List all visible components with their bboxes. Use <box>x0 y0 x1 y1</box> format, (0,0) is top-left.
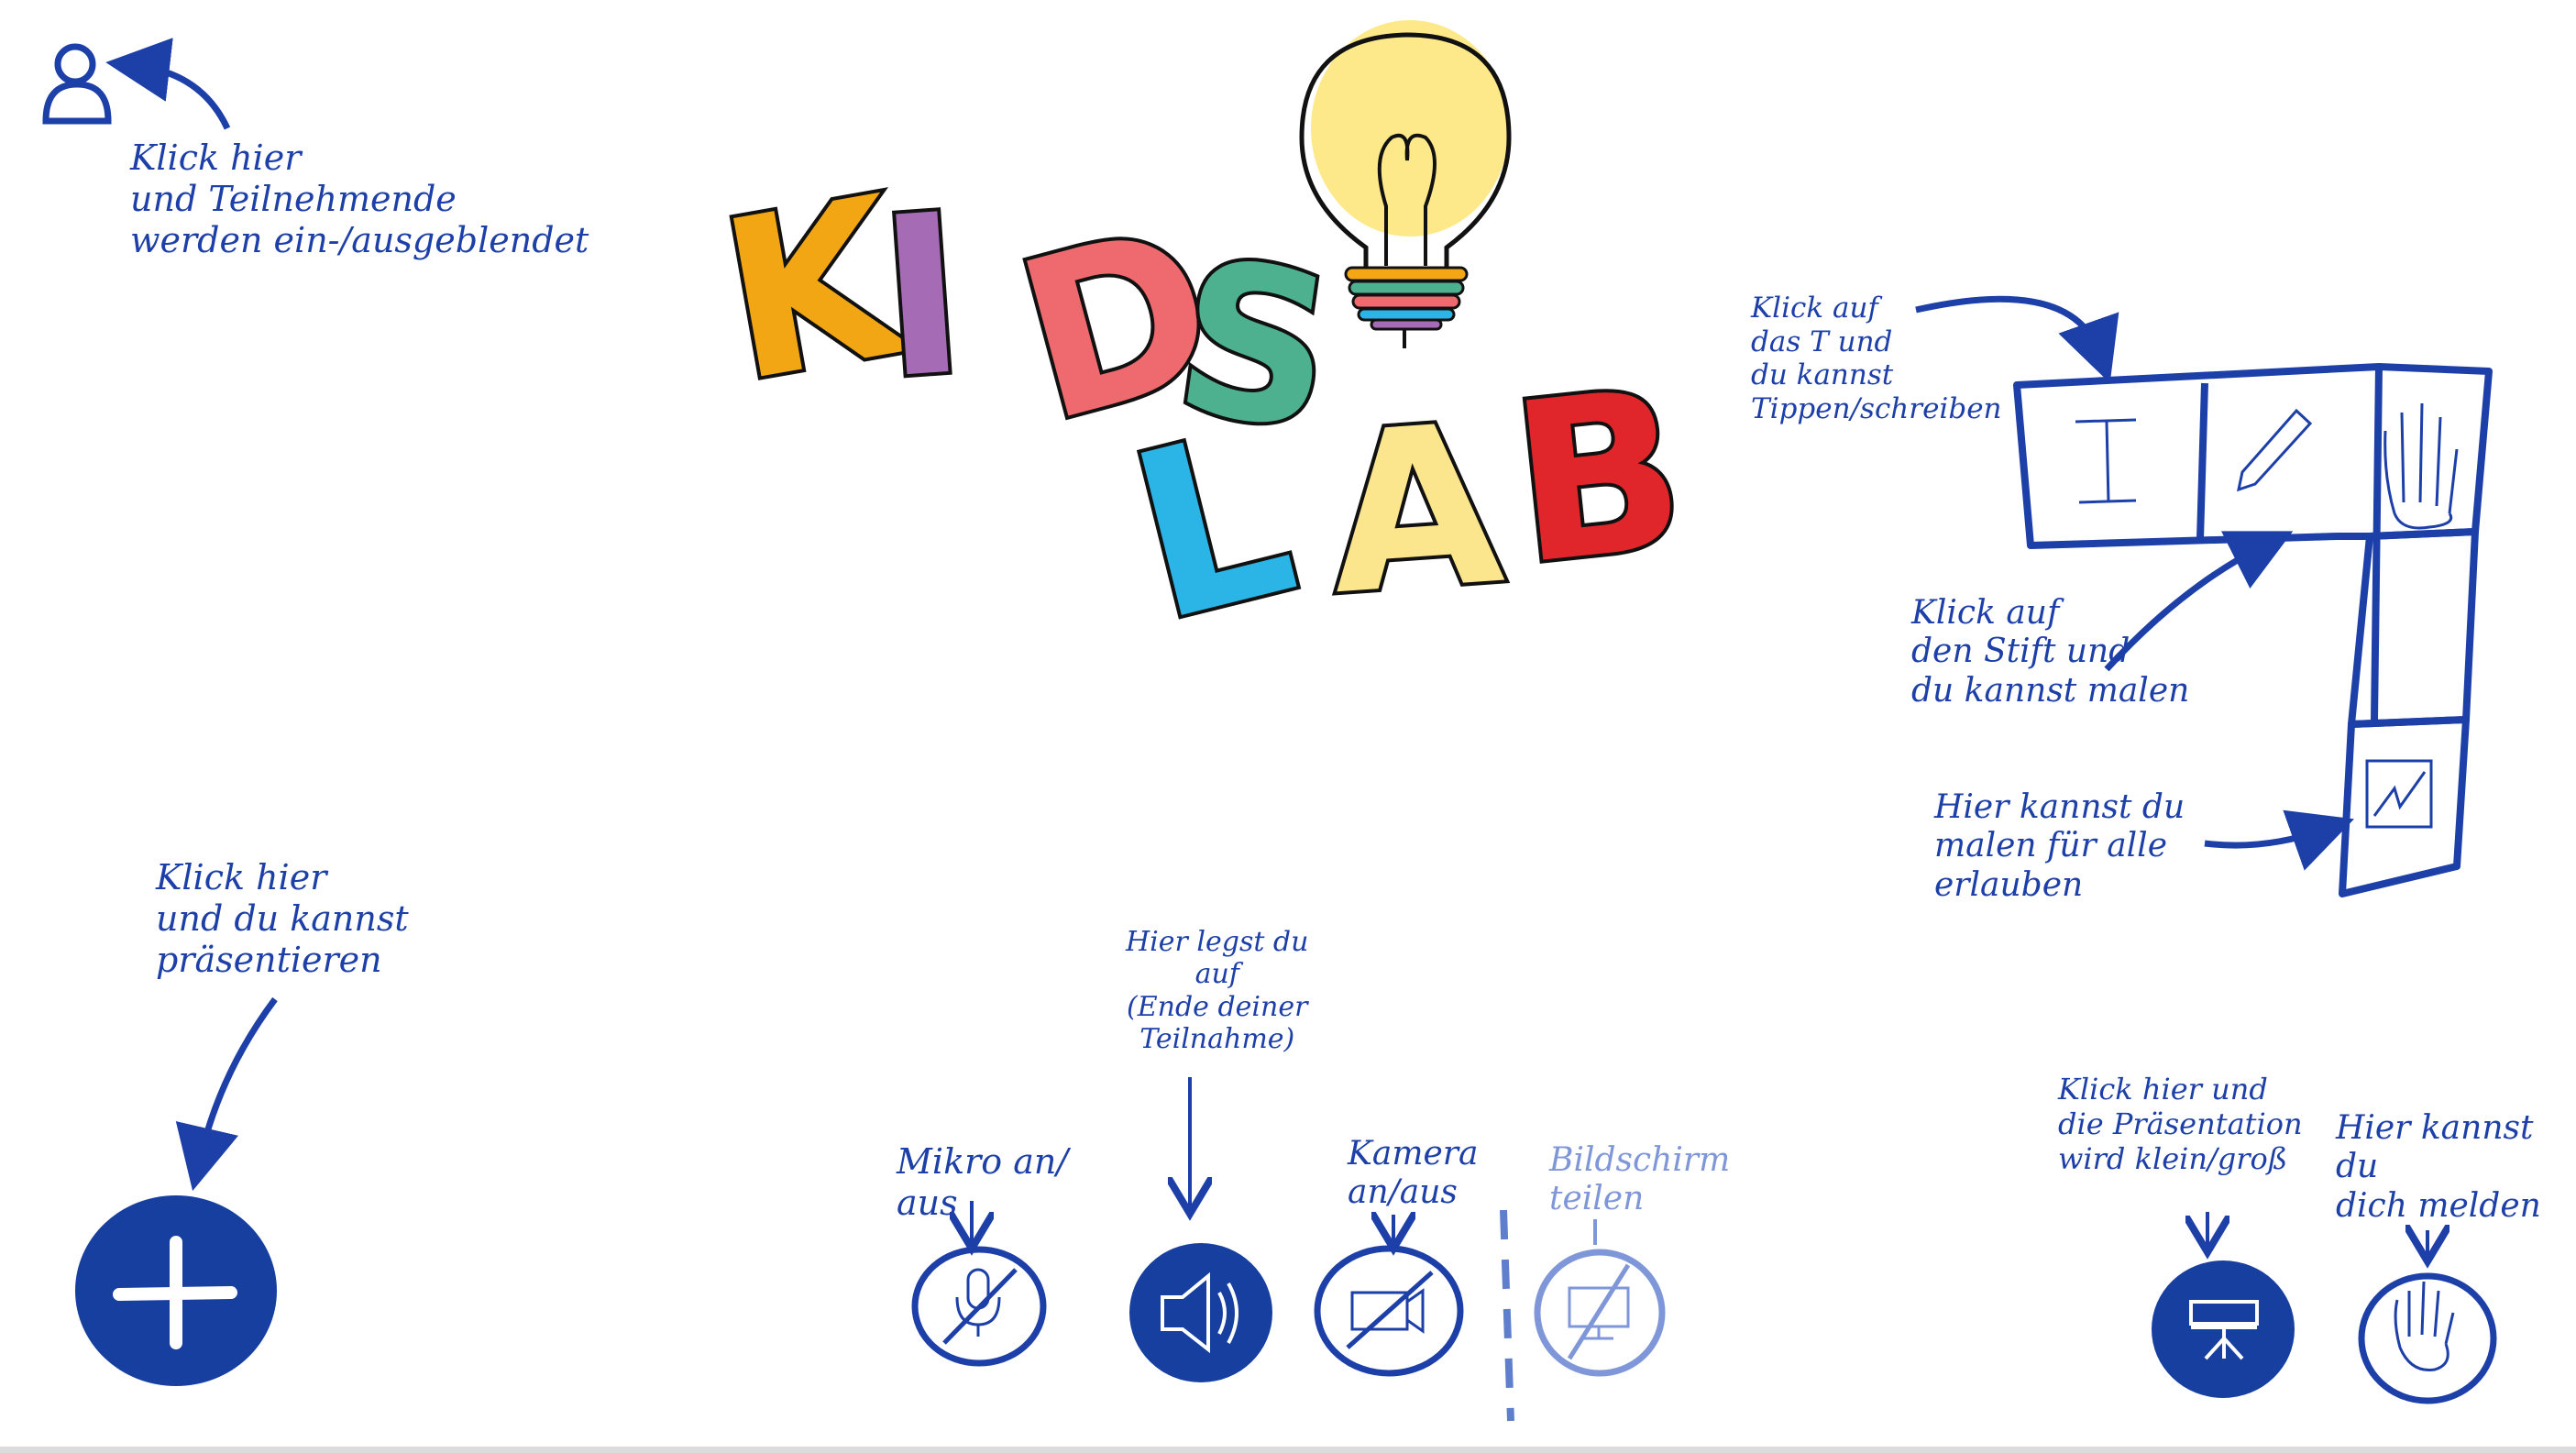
mic-annotation: Mikro an/ aus <box>897 1141 1069 1223</box>
speaker-button[interactable] <box>1129 1243 1272 1382</box>
raise-hand-annotation: Hier kannst du dich melden <box>2336 1109 2541 1225</box>
raise-hand-button[interactable] <box>2358 1272 2497 1404</box>
camera-button[interactable] <box>1314 1245 1464 1377</box>
text-tool-arrow <box>1915 295 2119 383</box>
camera-annotation: Kamera an/aus <box>1348 1135 1479 1212</box>
whiteboard-permission-icon[interactable] <box>2365 759 2433 829</box>
user-icon[interactable] <box>42 43 112 125</box>
hand-icon <box>2394 1281 2455 1371</box>
control-divider <box>1500 1209 1514 1422</box>
kidslab-logo: K I D S L A B <box>702 144 1699 677</box>
speaker-icon <box>1161 1271 1238 1354</box>
present-arrow <box>175 996 278 1192</box>
mic-off-icon <box>942 1268 1018 1345</box>
screenshare-annotation: Bildschirm teilen <box>1549 1141 1731 1218</box>
hand-icon[interactable] <box>2383 402 2459 530</box>
text-tool-icon[interactable] <box>2075 418 2137 504</box>
participants-annotation: Klick hier und Teilnehmende werden ein-/… <box>130 138 589 260</box>
pen-tool-arrow <box>2104 531 2294 672</box>
logo-letter-b: B <box>1502 341 1695 614</box>
participants-arrow <box>105 38 231 130</box>
presentation-size-annotation: Klick hier und die Präsentation wird kle… <box>2058 1072 2303 1176</box>
pen-icon[interactable] <box>2236 408 2313 492</box>
mic-button[interactable] <box>911 1246 1047 1367</box>
pen-tool-annotation: Klick auf den Stift und du kannst malen <box>1911 594 2190 710</box>
presentation-size-button[interactable] <box>2152 1260 2295 1398</box>
logo-letter-a: A <box>1322 376 1510 644</box>
window-bottom-edge <box>0 1447 2576 1453</box>
text-tool-annotation: Klick auf das T und du kannst Tippen/sch… <box>1751 292 2002 425</box>
present-annotation: Klick hier und du kannst präsentieren <box>156 857 409 980</box>
allow-drawing-arrow <box>2204 809 2354 871</box>
hangup-annotation: Hier legst du auf (Ende deiner Teilnahme… <box>1126 926 1309 1056</box>
plus-icon <box>113 1236 237 1349</box>
allow-drawing-annotation: Hier kannst du malen für alle erlauben <box>1934 788 2185 904</box>
plus-button[interactable] <box>75 1195 277 1386</box>
logo-letter-s: S <box>1162 215 1347 478</box>
lightbulb-icon <box>1299 20 1512 348</box>
screenshare-button[interactable] <box>1534 1249 1666 1377</box>
presentation-icon <box>2189 1300 2259 1360</box>
camera-off-icon <box>1346 1271 1434 1349</box>
logo-letter-i: I <box>873 166 973 428</box>
screenshare-off-icon <box>1567 1263 1631 1360</box>
